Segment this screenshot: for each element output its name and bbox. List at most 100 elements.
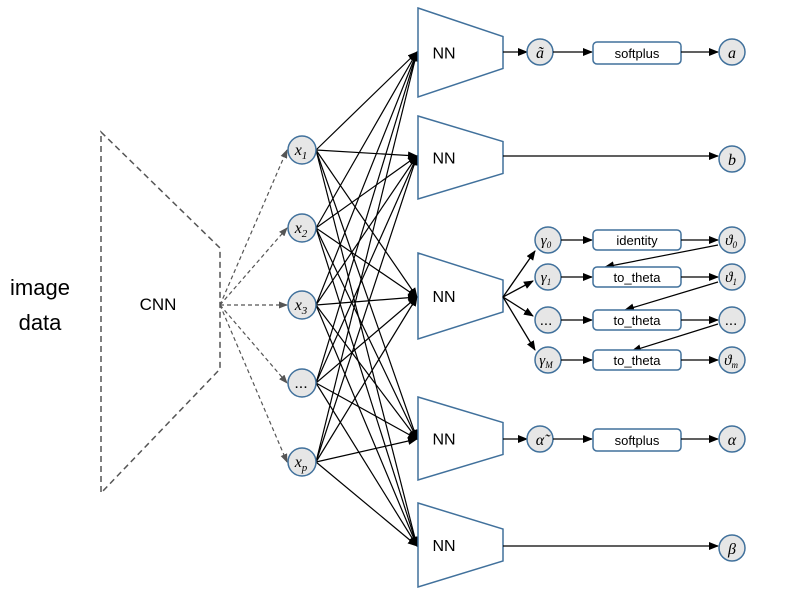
connection-0-1 [315,149,418,160]
theta-transform-label: identity [616,233,658,248]
theta-raw-label: γ0 [541,233,552,250]
feature-node-circle [287,447,317,477]
connection-2-2 [315,293,418,306]
theta-output-node [718,346,746,374]
cnn-to-feature-arrows [219,149,288,463]
theta-output-node [718,226,746,254]
theta-row-1: γ1 to_theta ϑ1 [534,263,746,291]
connection-4-3 [315,437,418,463]
feature-node-1: x2 [287,213,317,243]
connection-3-3 [315,382,418,440]
feature-node-2: x3 [287,290,317,320]
feature-label: x2 [294,220,308,240]
connection-4-1 [315,155,418,463]
theta-feedback-2 [631,323,719,353]
nn-head-shape [417,6,504,99]
feature-node-4: xp [287,447,317,477]
theta-output-label: ϑ1 [725,270,737,287]
theta-fan-1 [502,280,534,298]
connection-3-0 [315,51,419,384]
b-output-node [718,145,746,173]
connection-1-0 [315,51,418,229]
input-label-line1: image [10,275,70,300]
nn-head-label: NN [432,538,455,555]
connection-0-3 [315,149,418,440]
alpha-output-label: α [728,432,737,449]
feature-node-circle [287,135,317,165]
a-output-node [718,38,746,66]
nn-head-shape [417,501,504,589]
alpha-transform-label: softplus [615,433,660,448]
connection-0-0 [315,51,418,151]
a-transform-box [592,41,682,65]
connection-4-0 [315,51,419,463]
theta-transform-label: to_theta [614,353,662,368]
theta-output-node [718,263,746,291]
nn-head-3: NN [417,395,504,482]
branch-beta: β [503,534,746,562]
connection-1-2 [315,227,418,298]
connection-2-1 [315,155,418,306]
feature-node-circle [287,213,317,243]
theta-output-node [718,306,746,334]
beta-output-node [718,534,746,562]
cnn-label: CNN [140,295,177,314]
branch-alpha: α̃ softplus α [503,425,746,453]
alpha-output-node [718,425,746,453]
theta-transform-label: to_theta [614,270,662,285]
theta-raw-label: ... [540,312,553,329]
nn-head-1: NN [417,114,504,201]
cnn-feature-arrow-3 [219,304,288,384]
nn-head-label: NN [432,151,455,168]
nn-head-shape [417,251,504,341]
nn-head-label: NN [432,289,455,306]
feature-label: x3 [294,297,308,317]
nn-head-shape [417,395,504,482]
feature-to-head-connections [315,51,419,547]
connection-2-0 [315,51,418,306]
branch-a: ã softplus a [503,38,746,66]
cnn-feature-arrow-1 [219,227,288,306]
theta-row-2: ... to_theta... [534,306,746,334]
branch-b: b [503,145,746,173]
theta-fan-3 [502,296,536,351]
cnn-feature-arrow-0 [219,149,288,306]
theta-fan-0 [502,250,536,298]
connection-2-4 [315,304,418,547]
theta-output-label: ϑm [724,353,738,370]
nn-head-label: NN [432,432,455,449]
theta-raw-label: γ1 [541,270,551,287]
connection-2-3 [315,304,418,440]
theta-raw-label: γM [539,353,553,370]
connection-3-2 [315,296,418,384]
nn-heads: NN NN NN NN NN [417,6,504,589]
connection-0-2 [315,149,418,298]
feature-node-circle [287,290,317,320]
cnn-encoder-shape [100,130,221,495]
nn-head-0: NN [417,6,504,99]
feature-label: xp [294,454,308,474]
theta-row-3: γM to_theta ϑm [534,346,746,374]
theta-output-label: ϑ0 [725,233,737,250]
a-output-label: a [728,45,736,62]
connection-4-4 [315,461,418,547]
feature-node-0: x1 [287,135,317,165]
a-transform-label: softplus [615,46,660,61]
nn-head-label: NN [432,46,455,63]
beta-output-label: β [727,541,736,558]
theta-output-label: ... [725,312,738,329]
connection-1-1 [315,155,418,229]
a-raw-label: ã [536,45,544,62]
feature-node-circle [287,368,317,398]
alpha-transform-box [592,428,682,452]
theta-row-0: γ0 identity ϑ0 [534,226,746,254]
theta-transform-label: to_theta [614,313,662,328]
connection-3-1 [315,155,418,384]
b-output-label: b [728,152,736,169]
feature-label: x1 [294,142,308,162]
theta-feedback-1 [624,281,719,312]
branch-theta: γ0 identity ϑ0 γ1 to_theta ϑ1... to_theta... γM… [502,226,746,374]
theta-feedback-0 [604,244,719,270]
feature-label: ... [294,375,307,392]
